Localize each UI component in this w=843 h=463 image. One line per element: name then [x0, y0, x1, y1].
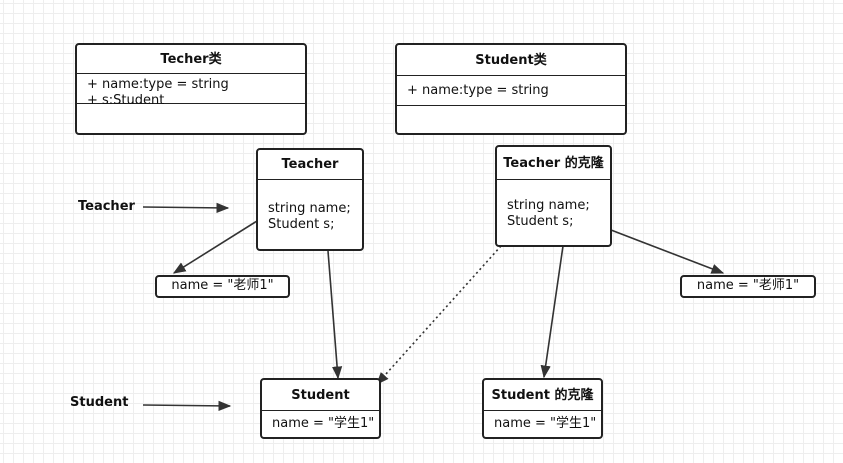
teacher-variable-label: Teacher — [78, 199, 135, 214]
student-clone-field-name: name = "学生1" — [494, 416, 597, 431]
teacher-clone-fields: string name; Student s; — [497, 180, 610, 230]
teacher-label-arrow — [142, 202, 230, 213]
teacher-to-student-arrow — [327, 250, 343, 380]
teacher-object-box[interactable]: Teacher string name; Student s; — [256, 148, 364, 251]
student-label-arrow — [142, 400, 232, 411]
techer-class-attrs: + name:type = string + s:Student — [77, 74, 305, 108]
teacher-to-name-arrow — [172, 220, 258, 274]
student-object-title: Student — [262, 380, 379, 411]
clone-name-value[interactable]: name = "老师1" — [680, 275, 816, 298]
student-class-methods — [397, 105, 625, 106]
student-class-attrs: + name:type = string — [397, 76, 625, 105]
student-object-box[interactable]: Student name = "学生1" — [260, 378, 381, 439]
teacher-clone-field-s: Student s; — [507, 214, 574, 229]
teacher-field-s: Student s; — [268, 217, 335, 232]
clone-to-student-clone-arrow — [540, 245, 564, 379]
student-clone-box[interactable]: Student 的克隆 name = "学生1" — [482, 378, 603, 439]
techer-class-box[interactable]: Techer类 + name:type = string + s:Student — [75, 43, 307, 135]
teacher-object-fields: string name; Student s; — [258, 180, 362, 233]
student-class-box[interactable]: Student类 + name:type = string — [395, 43, 627, 135]
teacher-clone-title: Teacher 的克隆 — [497, 147, 610, 180]
student-clone-title: Student 的克隆 — [484, 380, 601, 411]
student-variable-label: Student — [70, 395, 129, 410]
clone-to-student-dotted-arrow — [376, 245, 502, 385]
student-attr-name: + name:type = string — [407, 83, 549, 98]
clone-to-name-arrow — [610, 229, 725, 274]
teacher-field-name: string name; — [268, 201, 351, 216]
teacher-clone-field-name: string name; — [507, 198, 590, 213]
teacher-object-title: Teacher — [258, 150, 362, 180]
techer-attr-name: + name:type = string — [87, 77, 229, 92]
student-class-title: Student类 — [397, 45, 625, 76]
teacher-name-value[interactable]: name = "老师1" — [155, 275, 290, 298]
techer-class-methods — [77, 103, 305, 104]
teacher-clone-box[interactable]: Teacher 的克隆 string name; Student s; — [495, 145, 612, 247]
techer-attr-s: + s:Student — [87, 93, 165, 108]
techer-class-title: Techer类 — [77, 45, 305, 74]
student-field-name: name = "学生1" — [272, 416, 375, 431]
